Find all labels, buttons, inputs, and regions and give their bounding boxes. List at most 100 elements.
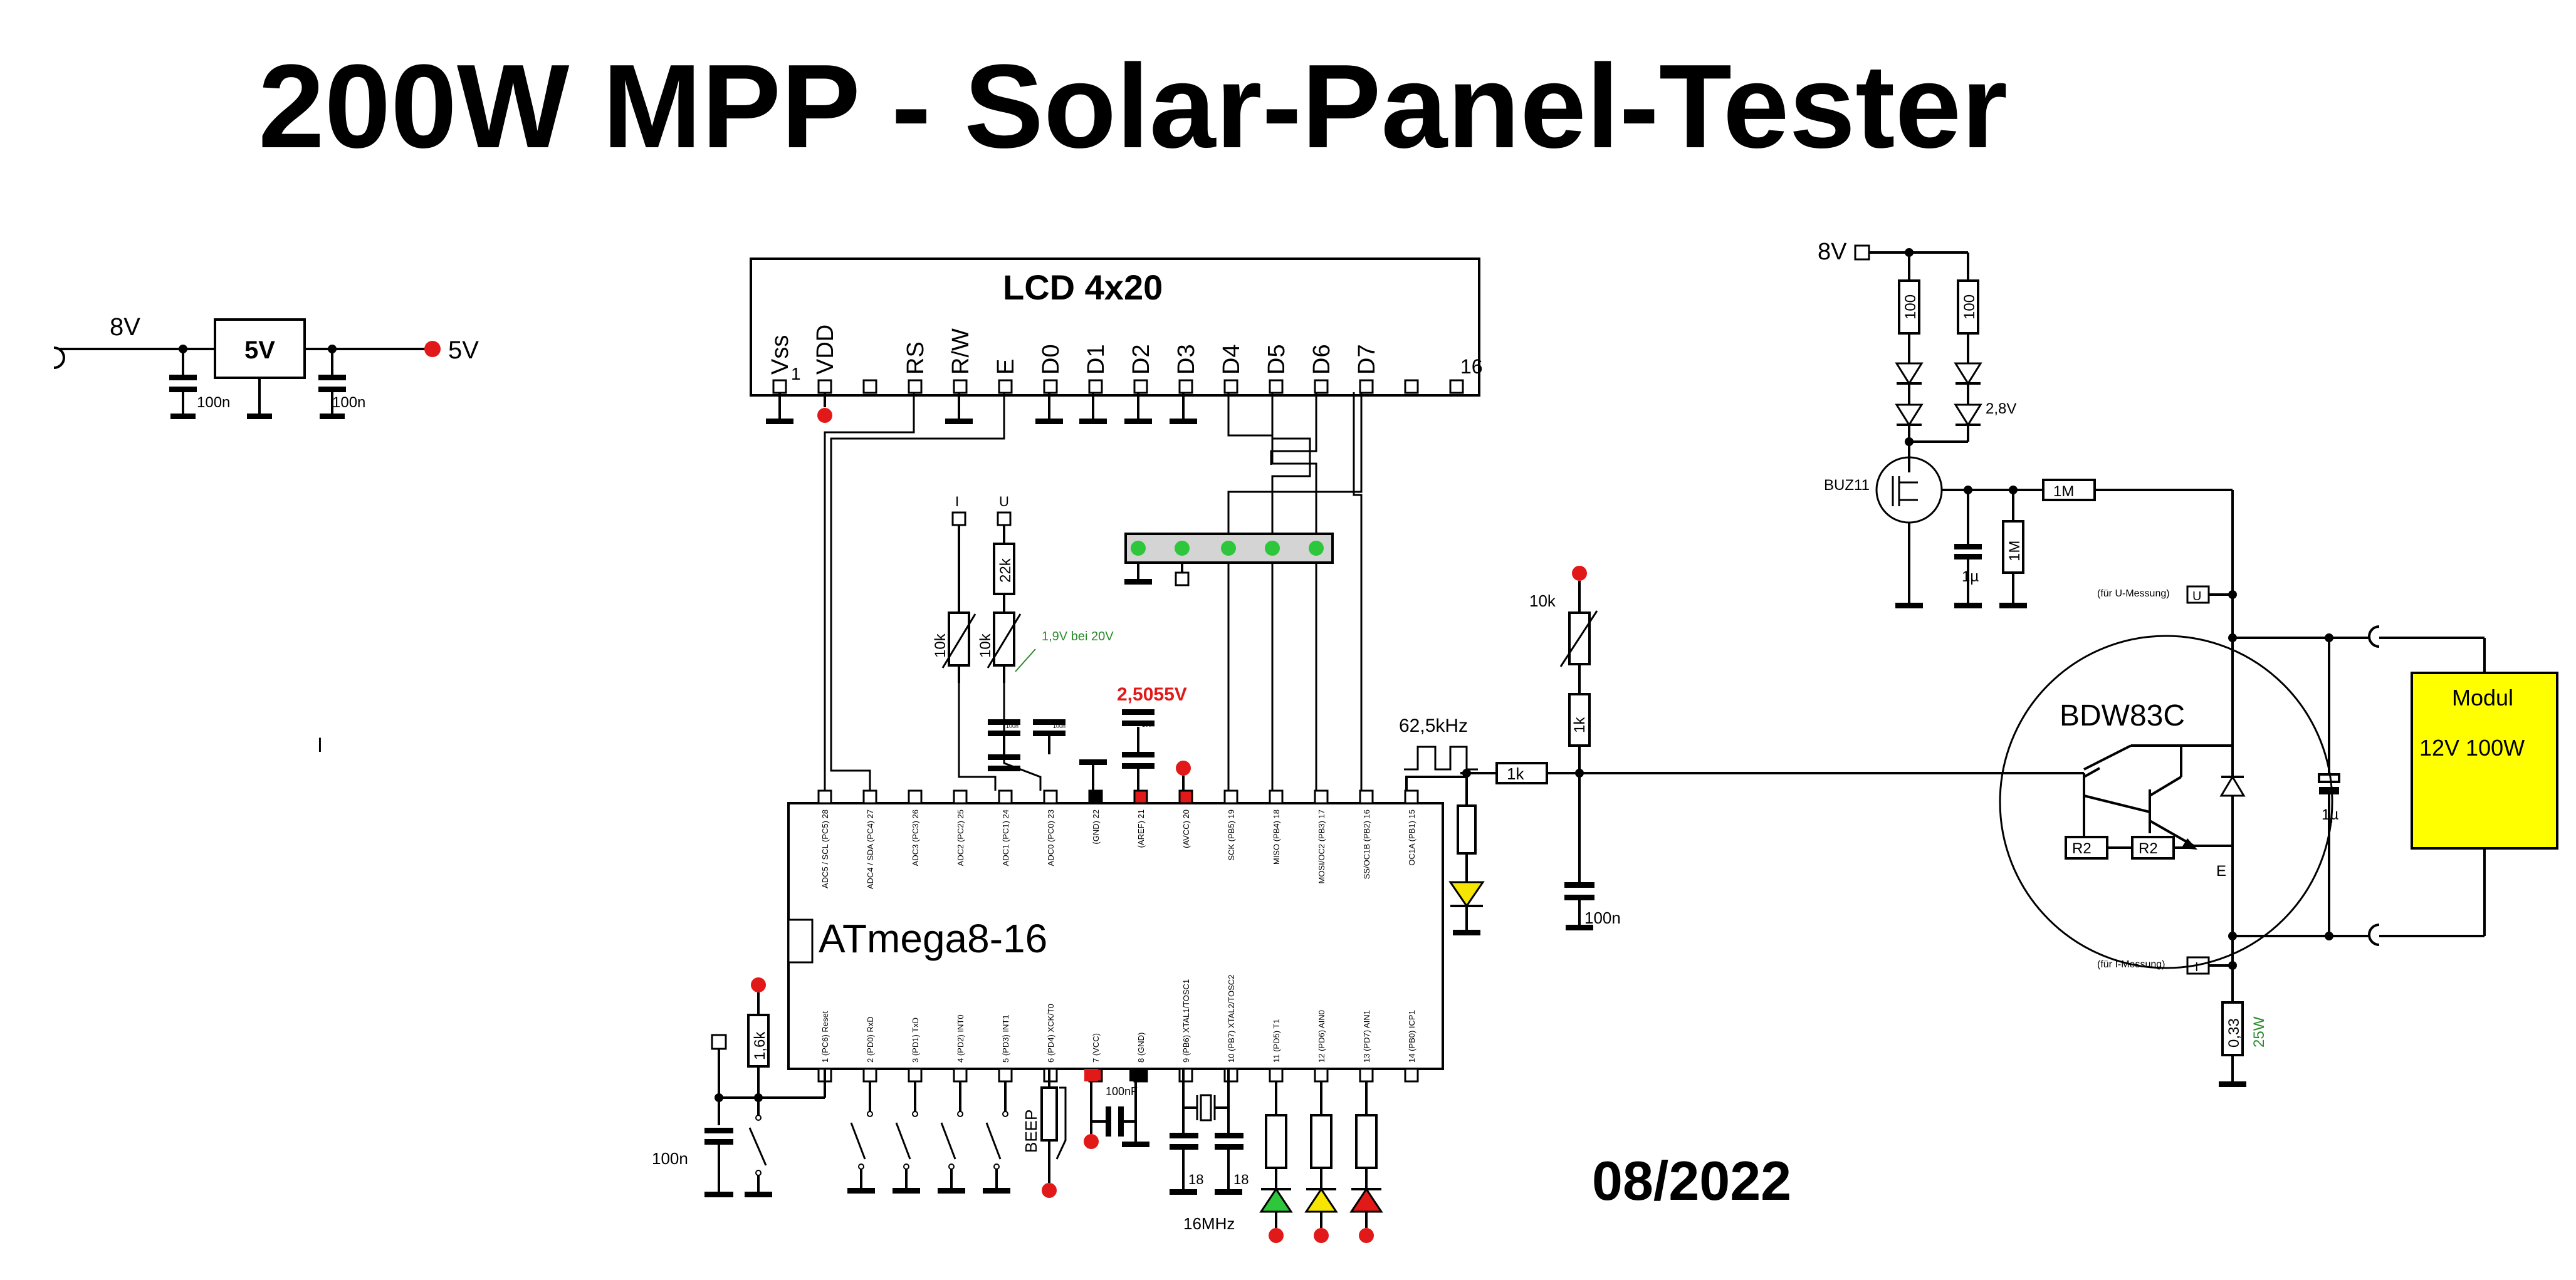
lcd-title: LCD 4x20 xyxy=(1003,268,1163,307)
led-resistor xyxy=(1265,1114,1287,1169)
vcc-cap-label: 100nF xyxy=(1106,1085,1138,1098)
mcu-pin-label: (GND) 22 xyxy=(1091,809,1101,845)
cap-small-label-3: 100n xyxy=(1142,722,1154,728)
led-resistor xyxy=(1457,804,1477,855)
r1m-h-label: 1M xyxy=(2053,483,2074,500)
mcu-pin xyxy=(908,1068,923,1083)
mcu-pin-label: OC1A (PB1) 15 xyxy=(1407,809,1416,866)
cap-small-label-1: 100n xyxy=(1006,723,1018,729)
lcd-pin xyxy=(998,379,1013,394)
lcd-pin-label: D0 xyxy=(1038,344,1064,375)
mcu-pin-label: (AVCC) 20 xyxy=(1181,809,1191,848)
cap-bias-label: 100n xyxy=(1584,908,1621,927)
lcd-pin xyxy=(1314,379,1329,394)
mcu-pin-label: 3 (PD1) TxD xyxy=(911,1017,920,1063)
cap-out-label: 100n xyxy=(332,394,365,411)
lcd-pin xyxy=(1088,379,1103,394)
mcu-pin-label: 9 (PB6) XTAL1/TOSC1 xyxy=(1181,979,1191,1063)
lcd-supply xyxy=(766,392,1197,424)
bdw-label: BDW83C xyxy=(2060,699,2185,732)
v8-top-label: 8V xyxy=(1818,239,1847,265)
lcd-pin xyxy=(817,379,832,394)
bias-resistor-1k xyxy=(1568,693,1591,747)
regulator-output-label: 5V xyxy=(448,336,479,364)
mcu-pin xyxy=(862,789,877,804)
lcd-pin xyxy=(1269,379,1284,394)
voltage-regulator-section: 8V 5V 5V 100n 100n xyxy=(53,313,479,419)
mcu-pin xyxy=(1359,1068,1374,1083)
push-switch xyxy=(850,1122,866,1160)
mcu-pin-label: SS/OC1B (PB2) 16 xyxy=(1362,809,1371,879)
mcu-pin xyxy=(1223,789,1238,804)
mcu-pin-label: ADC3 (PC3) 26 xyxy=(911,809,920,866)
push-switch xyxy=(940,1122,956,1160)
xcap1-label: 18 xyxy=(1188,1172,1203,1187)
lcd-pin xyxy=(772,379,787,394)
mcu-pin-label: MOSI/OC2 (PB3) 17 xyxy=(1317,809,1326,883)
mcu-pin-label: SCK (PB5) 19 xyxy=(1227,809,1236,861)
lcd-pin1-label: 1 xyxy=(791,364,801,383)
lcd-pin xyxy=(1359,379,1374,394)
mcu-label: ATmega8-16 xyxy=(819,916,1047,961)
mcu-pin-label: ADC2 (PC2) 25 xyxy=(956,809,965,866)
mcu-pin xyxy=(1223,1068,1238,1083)
mcu-pin-label: ADC1 (PC1) 24 xyxy=(1001,809,1010,866)
mcu-pin xyxy=(817,789,832,804)
gate-cap-label: 1µ xyxy=(1962,568,1979,585)
base-resistor-1k xyxy=(1495,762,1548,784)
r2b-label: R2 xyxy=(2139,840,2158,857)
mcu-pin xyxy=(1043,789,1058,804)
mcu-pin-label: 13 (PD7) AIN1 xyxy=(1362,1010,1371,1063)
lcd-pin xyxy=(953,379,968,394)
status-led xyxy=(1304,1187,1338,1213)
analog-input-network: I U 22k 10k 10k 1,9V bei 20V 100n 100n 2… xyxy=(932,494,1191,791)
lcd-pin xyxy=(862,379,877,394)
mcu-pin-label: 4 (PD2) INT0 xyxy=(956,1014,965,1063)
mcu-pin xyxy=(953,1068,968,1083)
lcd-pin-label: E xyxy=(993,359,1019,375)
reset-resistor xyxy=(747,1014,770,1068)
r100a-label: 100 xyxy=(1902,294,1919,320)
buz11-label: BUZ11 xyxy=(1824,477,1870,494)
lcd-pin-label: VDD xyxy=(812,325,839,375)
mcu-pin-label: 10 (PB7) XTAL2/TOSC2 xyxy=(1227,975,1236,1063)
regulator-label: 5V xyxy=(244,336,275,364)
mcu-pin-label: (AREF) 21 xyxy=(1136,809,1146,848)
date: 08/2022 xyxy=(1592,1150,1791,1212)
trimmer-10k-voltage xyxy=(993,611,1015,667)
led-resistor xyxy=(1310,1114,1333,1169)
mcu-pin xyxy=(1178,789,1193,804)
lcd-pin-label: D2 xyxy=(1128,344,1154,375)
lcd-pin xyxy=(1043,379,1058,394)
u-mess-label: (für U-Messung) xyxy=(2097,588,2170,599)
mcu-pin xyxy=(1314,1068,1329,1083)
mcu-pin xyxy=(1088,789,1103,804)
lcd-pin xyxy=(908,379,923,394)
u-mess-box: U xyxy=(2192,590,2201,603)
mcu-pin xyxy=(998,1068,1013,1083)
pwm-driver-section: 62,5kHz 1k 10k 1k 100n xyxy=(1399,566,2084,935)
i-input-label: I xyxy=(955,494,959,509)
lcd-pin-label: D1 xyxy=(1083,344,1109,375)
mcu-pin xyxy=(953,789,968,804)
mcu-pin xyxy=(1178,1068,1193,1083)
mcu-pin-label: ADC0 (PC0) 23 xyxy=(1046,809,1055,866)
power-stage: 8V 100 100 2,8V BUZ11 xyxy=(1818,239,2558,1087)
regulator-input-label: 8V xyxy=(110,313,140,341)
lcd-pin xyxy=(1449,379,1464,394)
note-divider: 1,9V bei 20V xyxy=(1042,630,1114,643)
trimmer2-label: 10k xyxy=(977,633,994,658)
ground-symbol xyxy=(170,414,196,419)
shunt-label: 0,33 xyxy=(2226,1018,2243,1048)
mcu-pin xyxy=(1404,789,1419,804)
led-resistor xyxy=(1355,1114,1378,1169)
cap-in-label: 100n xyxy=(197,394,230,411)
lcd-pin xyxy=(1404,379,1419,394)
mcu-pin xyxy=(1404,1068,1419,1083)
darlington-bdw83c xyxy=(1999,635,2333,969)
bias-trimmer-label: 10k xyxy=(1529,591,1556,610)
emitter-label: E xyxy=(2216,863,2226,880)
mcu-pin-label: 14 (PB0) ICP1 xyxy=(1407,1010,1416,1063)
